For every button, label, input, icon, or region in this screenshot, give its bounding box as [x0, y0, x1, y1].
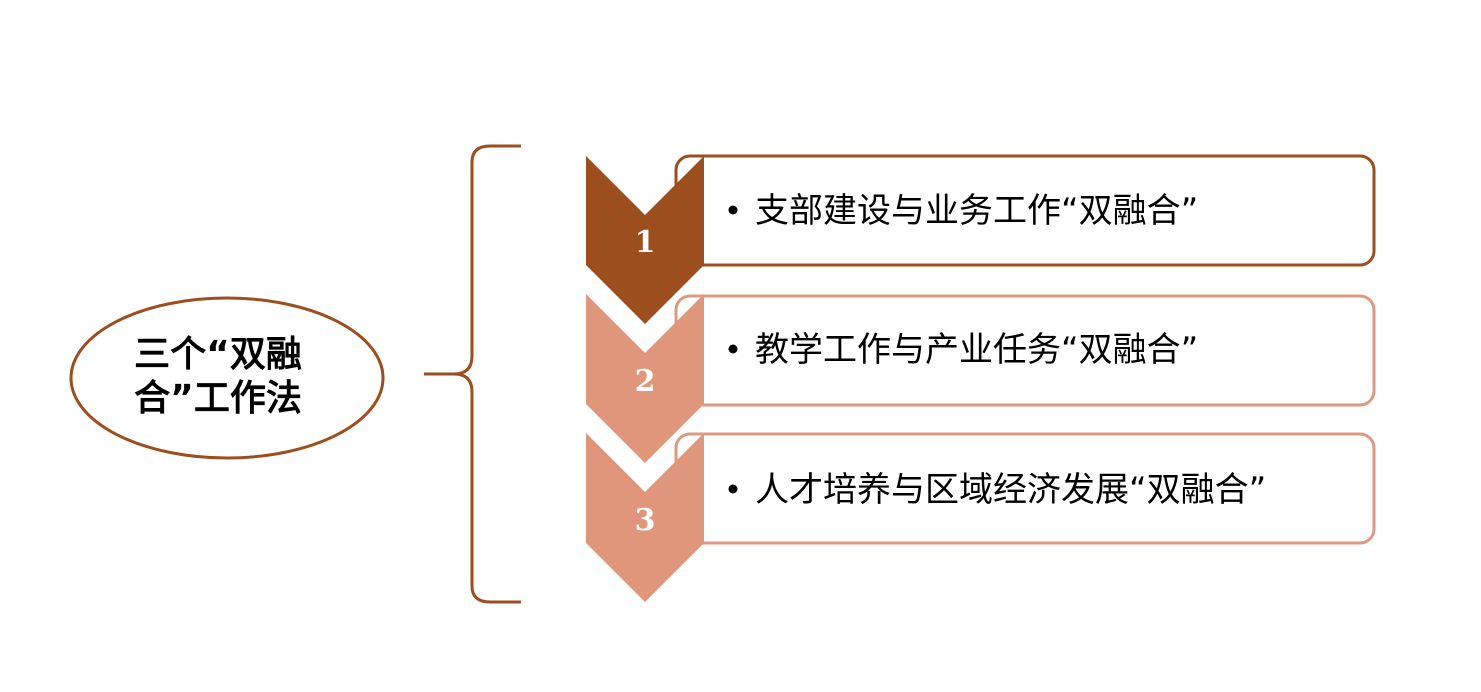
step-3-chevron — [586, 433, 704, 602]
step-2-bullet — [728, 344, 738, 354]
step-3-text: 人才培养与区域经济发展“双融合” — [755, 470, 1266, 510]
step-3-number: 3 — [635, 503, 656, 538]
center-ellipse — [69, 296, 385, 460]
step-1-bullet — [728, 205, 738, 215]
step-1-number: 1 — [635, 225, 656, 260]
step-3-bullet — [728, 484, 738, 494]
step-1-chevron — [586, 156, 704, 324]
center-label-line-2: 合”工作法 — [134, 378, 302, 419]
center-node: 三个“双融 合”工作法 — [69, 296, 385, 460]
step-2-text: 教学工作与产业任务“双融合” — [755, 330, 1198, 370]
step-3: 3 人才培养与区域经济发展“双融合” — [586, 432, 1376, 602]
step-1-text: 支部建设与业务工作“双融合” — [755, 191, 1198, 231]
step-2-chevron — [586, 294, 704, 463]
curly-brace — [424, 144, 521, 604]
step-2-number: 2 — [635, 364, 656, 399]
step-2: 2 教学工作与产业任务“双融合” — [586, 294, 1376, 463]
step-1: 1 支部建设与业务工作“双融合” — [586, 154, 1376, 324]
center-label-line-1: 三个“双融 — [134, 334, 302, 375]
